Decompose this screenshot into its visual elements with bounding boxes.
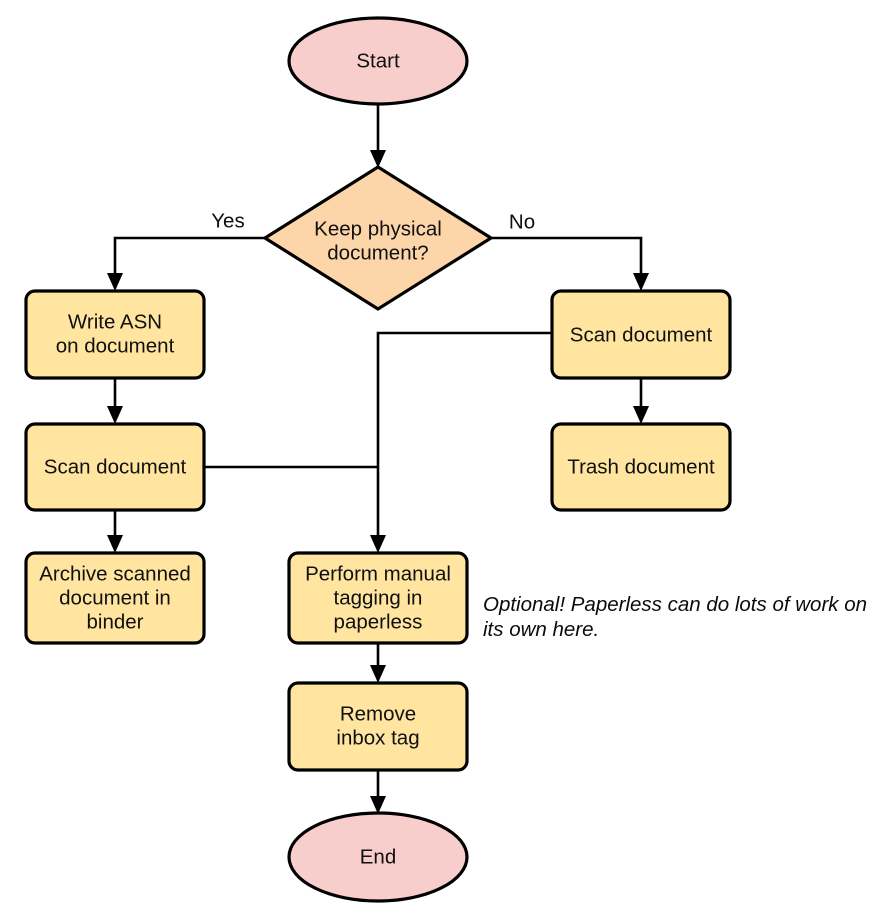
annotation-line1: Optional! Paperless can do lots of work …	[483, 593, 867, 616]
arrowhead-icon	[370, 796, 386, 814]
node-archive-label-line1: Archive scanned	[39, 562, 191, 585]
edge-tagging-to-remove-inbox	[370, 643, 386, 683]
node-scan-document-left-label: Scan document	[44, 455, 187, 478]
edge-scan-right-to-tagging	[370, 331, 552, 553]
node-remove-inbox-label-line2: inbox tag	[336, 726, 419, 749]
node-start[interactable]: Start	[287, 16, 469, 106]
node-write-asn-on-document[interactable]: Write ASN on document	[24, 289, 206, 380]
edge-write-asn-to-scan-left	[107, 378, 123, 424]
node-scan-document-right-label: Scan document	[570, 323, 713, 346]
edge-scan-right-to-trash	[633, 378, 649, 424]
annotation-optional-note: Optional! Paperless can do lots of work …	[483, 593, 867, 641]
node-remove-inbox-label-line1: Remove	[340, 702, 416, 725]
node-perform-manual-tagging[interactable]: Perform manual tagging in paperless	[287, 551, 469, 645]
node-scan-document-left-shape[interactable]	[24, 422, 206, 512]
edge-scan-left-to-archive	[107, 510, 123, 553]
node-scan-document-right-shape[interactable]	[550, 289, 732, 380]
node-end-shape[interactable]	[287, 811, 469, 903]
node-end[interactable]: End	[287, 811, 469, 903]
node-archive-label-line2: document in	[59, 586, 171, 609]
arrowhead-icon	[107, 406, 123, 424]
edge-decision-no-to-scan-right	[491, 236, 649, 291]
node-start-label: Start	[356, 49, 400, 72]
edge-start-to-decision	[370, 103, 386, 168]
arrowhead-icon	[370, 665, 386, 683]
node-end-label: End	[360, 845, 396, 868]
edge-label-no: No	[509, 210, 535, 233]
node-start-shape[interactable]	[287, 16, 469, 106]
node-write-asn-label-line1: Write ASN	[68, 310, 162, 333]
node-decision-keep-physical-document[interactable]: Keep physical document?	[263, 165, 493, 311]
node-scan-document-right[interactable]: Scan document	[550, 289, 732, 380]
node-remove-inbox-tag[interactable]: Remove inbox tag	[287, 681, 469, 772]
annotation-line2: its own here.	[483, 618, 599, 641]
arrowhead-icon	[107, 273, 123, 291]
node-trash-label: Trash document	[567, 455, 715, 478]
node-tagging-label-line1: Perform manual	[305, 562, 451, 585]
node-scan-document-left[interactable]: Scan document	[24, 422, 206, 512]
edge-decision-yes-to-write-asn	[107, 236, 265, 291]
node-decision-label-line1: Keep physical	[314, 217, 442, 240]
node-trash-shape[interactable]	[550, 422, 732, 512]
node-remove-inbox-shape[interactable]	[287, 681, 469, 772]
node-archive-shape[interactable]	[24, 551, 206, 645]
node-write-asn-label-line2: on document	[56, 334, 175, 357]
node-archive-scanned-document[interactable]: Archive scanned document in binder	[24, 551, 206, 645]
node-tagging-label-line2: tagging in	[334, 586, 423, 609]
edge-remove-inbox-to-end	[370, 770, 386, 814]
node-decision-shape[interactable]	[263, 165, 493, 311]
node-tagging-label-line3: paperless	[334, 610, 423, 633]
arrowhead-icon	[370, 535, 386, 553]
arrowhead-icon	[370, 150, 386, 168]
node-tagging-shape[interactable]	[287, 551, 469, 645]
arrowhead-icon	[633, 406, 649, 424]
arrowhead-icon	[107, 535, 123, 553]
edge-label-yes: Yes	[211, 209, 244, 232]
node-write-asn-shape[interactable]	[24, 289, 206, 380]
node-decision-label-line2: document?	[327, 241, 428, 264]
arrowhead-icon	[633, 273, 649, 291]
node-trash-document[interactable]: Trash document	[550, 422, 732, 512]
node-archive-label-line3: binder	[87, 610, 144, 633]
